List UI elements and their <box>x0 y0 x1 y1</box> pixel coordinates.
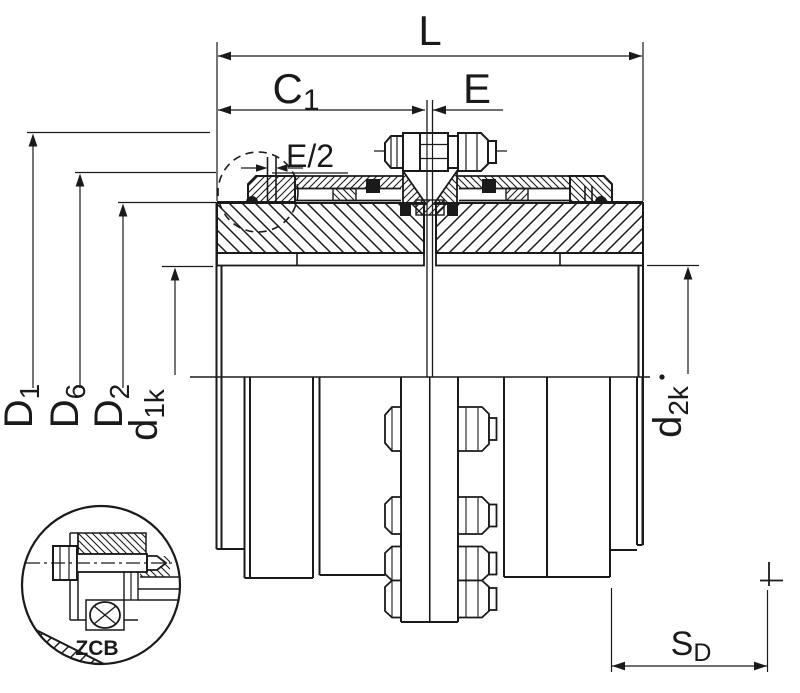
dimension-D1: D1 <box>0 131 210 428</box>
arrowhead <box>412 105 425 115</box>
flange-bolt <box>384 406 498 452</box>
seal-ring-right <box>482 179 496 193</box>
bolt-nut <box>457 132 489 172</box>
label-L: L <box>418 7 441 54</box>
flange-clamp-ring <box>415 199 445 216</box>
end-cover-right <box>569 175 613 203</box>
label-zcb: ZCB <box>75 637 118 660</box>
detail-view-zcb: ZCB <box>20 504 182 666</box>
label-E: E <box>463 65 491 112</box>
hub-step-band-left <box>216 252 425 267</box>
dimension-d1k: d1k <box>122 265 213 441</box>
arrowhead <box>170 267 180 281</box>
arrowhead <box>218 51 231 61</box>
arrowhead <box>629 51 642 61</box>
circlip-left <box>266 157 277 202</box>
label-SD: SD <box>671 625 712 667</box>
flange-boss <box>419 132 449 172</box>
circlip-right <box>584 186 593 202</box>
arrowhead <box>754 661 767 671</box>
axis-dot <box>659 374 665 380</box>
bolt-washer-left <box>402 132 421 172</box>
coupling-exterior-view <box>216 377 644 623</box>
dimension-SD: SD <box>610 562 783 672</box>
arrowhead <box>612 661 625 671</box>
o-ring-seal <box>89 601 121 629</box>
label-D6: D6 <box>43 384 91 428</box>
label-D1: D1 <box>0 384 45 428</box>
label-D2: D2 <box>87 384 135 428</box>
seal-ring-left <box>366 179 380 193</box>
sleeve-wall-right <box>457 176 570 189</box>
flange-bolts <box>384 406 498 619</box>
arrowhead <box>256 164 268 172</box>
hub-band-left-section <box>216 202 425 254</box>
bolt-nut-collar <box>487 140 497 164</box>
shaft-end-mark <box>760 562 783 586</box>
dimension-L: L <box>216 7 644 201</box>
end-seal-right <box>595 196 607 202</box>
coupling-section-view <box>190 100 665 549</box>
dimension-D2: D2 <box>87 201 216 428</box>
arrowhead <box>683 266 693 280</box>
sleeve-flange-left-section <box>402 168 428 205</box>
label-C1: C1 <box>272 65 319 117</box>
dimension-E2: E/2 <box>241 138 348 174</box>
dimension-E: E <box>433 65 503 115</box>
label-d1k: d1k <box>122 388 170 441</box>
label-E2: E/2 <box>286 138 334 174</box>
arrowhead <box>276 164 288 172</box>
flange-bolt <box>384 496 498 535</box>
sleeve-flange-right-section <box>432 168 458 205</box>
end-seal-left <box>246 196 258 202</box>
dimension-d2k: d2k <box>646 264 699 438</box>
bolt-head <box>384 135 404 169</box>
dimensions: L C1 E E/2 D1 <box>0 7 783 672</box>
arrowhead <box>118 203 128 217</box>
arrowhead <box>75 173 85 187</box>
hub-step-band-right <box>435 252 644 267</box>
sleeve-wall-left <box>295 176 403 189</box>
arrowhead <box>218 105 231 115</box>
label-d2k: d2k <box>646 385 694 438</box>
flange-corner-seal-right <box>447 203 458 216</box>
arrowhead <box>28 133 38 147</box>
detail-reference-circle <box>217 151 299 233</box>
flange-bolt <box>384 545 498 582</box>
dimension-D6: D6 <box>43 171 216 428</box>
gear-tooth-right <box>505 187 529 202</box>
dimension-C1: C1 <box>218 65 425 117</box>
arrowhead <box>433 105 446 115</box>
flange-bolt <box>384 579 498 619</box>
gear-tooth-left <box>332 187 357 202</box>
bolt-washer-right <box>447 135 459 169</box>
top-flange-bolt <box>374 132 507 172</box>
hub-band-right-section <box>435 202 644 254</box>
flange-corner-seal-left <box>400 203 411 216</box>
hub-material-top <box>77 532 147 555</box>
